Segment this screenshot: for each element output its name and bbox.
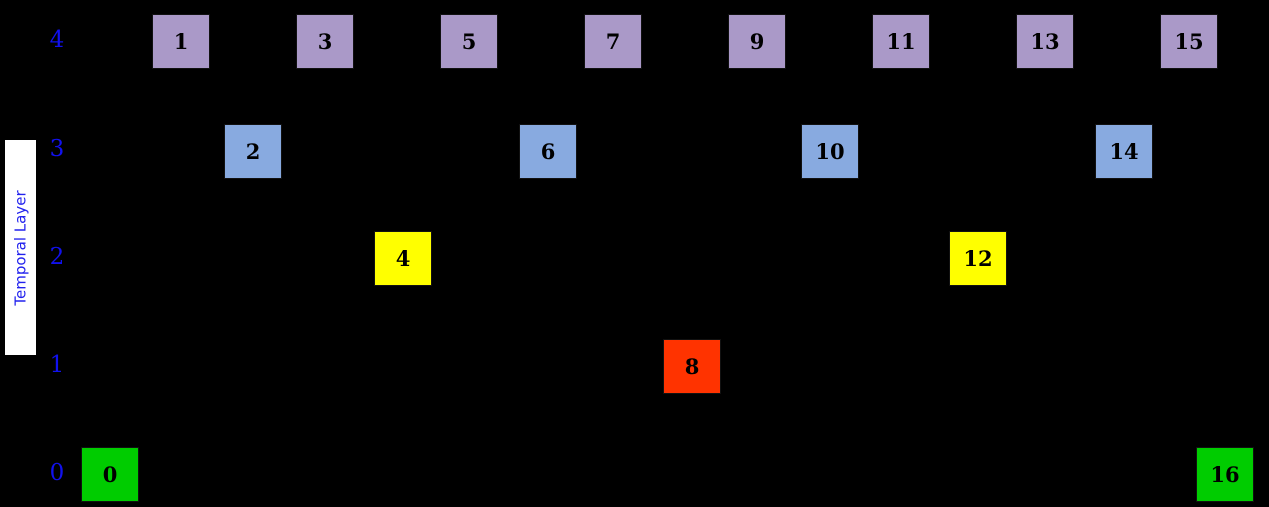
- y-axis-tick-4: 4: [49, 27, 65, 53]
- frame-box-12: 12: [949, 231, 1007, 286]
- frame-box-1: 1: [152, 14, 210, 69]
- frame-box-6: 6: [519, 124, 577, 179]
- frame-box-4: 4: [374, 231, 432, 286]
- frame-box-5: 5: [440, 14, 498, 69]
- frame-box-15: 15: [1160, 14, 1218, 69]
- frame-box-11: 11: [872, 14, 930, 69]
- frame-box-3: 3: [296, 14, 354, 69]
- frame-box-8: 8: [663, 339, 721, 394]
- frame-box-9: 9: [728, 14, 786, 69]
- y-axis-tick-1: 1: [49, 352, 65, 378]
- frame-box-2: 2: [224, 124, 282, 179]
- frame-box-7: 7: [584, 14, 642, 69]
- frame-box-13: 13: [1016, 14, 1074, 69]
- y-axis-tick-2: 2: [49, 244, 65, 270]
- frame-box-0: 0: [81, 447, 139, 502]
- y-axis-title: Temporal Layer: [11, 189, 30, 306]
- y-axis-tick-0: 0: [49, 460, 65, 486]
- frame-box-16: 16: [1196, 447, 1254, 502]
- frame-box-14: 14: [1095, 124, 1153, 179]
- y-axis-tick-3: 3: [49, 136, 65, 162]
- y-axis-title-plate: Temporal Layer: [5, 140, 36, 355]
- frame-box-10: 10: [801, 124, 859, 179]
